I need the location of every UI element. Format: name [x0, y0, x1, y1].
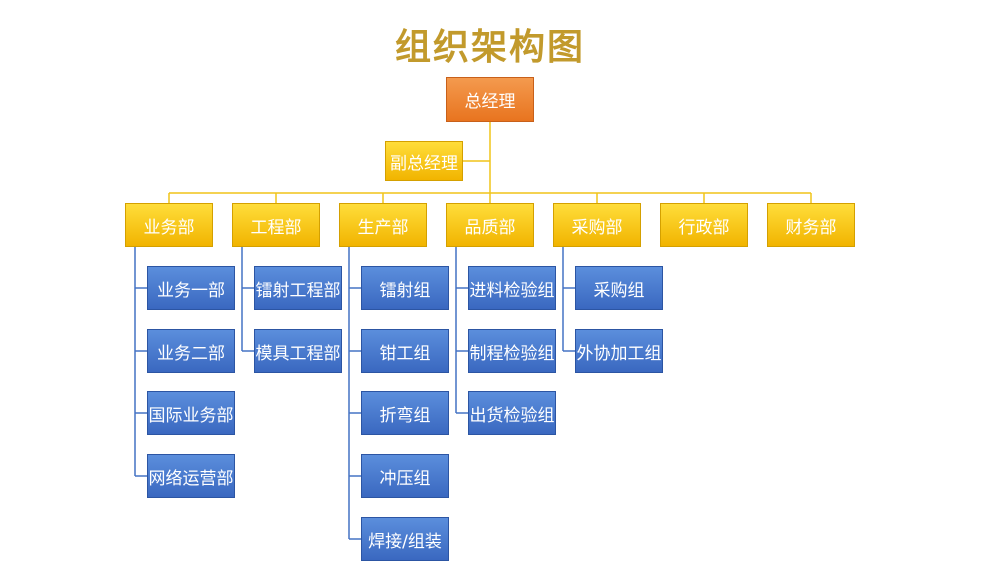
node-prod-fitter[interactable]: 钳工组 — [361, 329, 449, 373]
node-dept-admin[interactable]: 行政部 — [660, 203, 748, 247]
node-purch-purchase[interactable]: 采购组 — [575, 266, 663, 310]
node-dept-business[interactable]: 业务部 — [125, 203, 213, 247]
node-business-intl[interactable]: 国际业务部 — [147, 391, 235, 435]
node-prod-welding[interactable]: 焊接/组装 — [361, 517, 449, 561]
node-prod-bending[interactable]: 折弯组 — [361, 391, 449, 435]
node-business-1[interactable]: 业务一部 — [147, 266, 235, 310]
node-eng-mold[interactable]: 模具工程部 — [254, 329, 342, 373]
node-prod-laser[interactable]: 镭射组 — [361, 266, 449, 310]
node-eng-laser[interactable]: 镭射工程部 — [254, 266, 342, 310]
chart-title: 组织架构图 — [394, 27, 585, 68]
node-dept-purchasing[interactable]: 采购部 — [553, 203, 641, 247]
node-business-online[interactable]: 网络运营部 — [147, 454, 235, 498]
node-dept-quality[interactable]: 品质部 — [446, 203, 534, 247]
node-deputy-manager[interactable]: 副总经理 — [385, 141, 463, 181]
node-qc-outgoing[interactable]: 出货检验组 — [468, 391, 556, 435]
node-general-manager[interactable]: 总经理 — [446, 77, 534, 122]
node-qc-incoming[interactable]: 进料检验组 — [468, 266, 556, 310]
node-dept-finance[interactable]: 财务部 — [767, 203, 855, 247]
node-qc-process[interactable]: 制程检验组 — [468, 329, 556, 373]
node-dept-engineering[interactable]: 工程部 — [232, 203, 320, 247]
node-dept-production[interactable]: 生产部 — [339, 203, 427, 247]
node-prod-stamping[interactable]: 冲压组 — [361, 454, 449, 498]
node-business-2[interactable]: 业务二部 — [147, 329, 235, 373]
node-purch-outsource[interactable]: 外协加工组 — [575, 329, 663, 373]
